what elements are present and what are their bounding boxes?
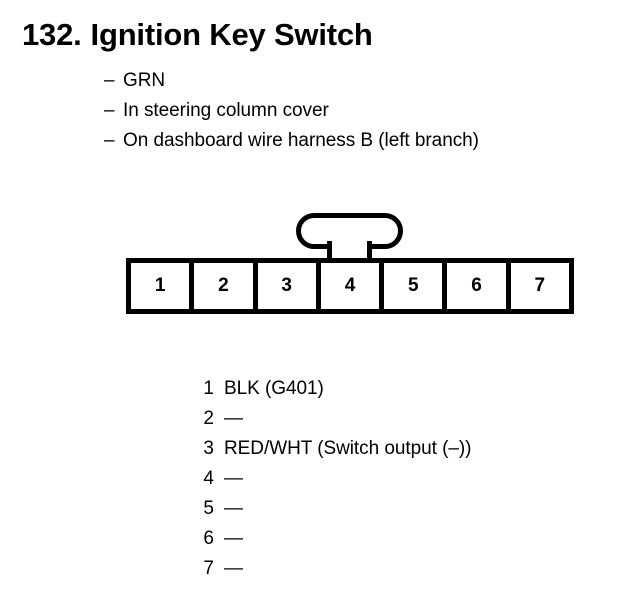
pin-number: 7 — [203, 558, 214, 579]
connector-pin-5: 5 — [384, 263, 448, 309]
pin-value: — — [224, 528, 243, 549]
note-text: GRN — [123, 70, 166, 91]
connector-pin-1: 1 — [131, 263, 195, 309]
pin-value: RED/WHT (Switch output (–)) — [224, 438, 472, 459]
pin-value: — — [224, 408, 243, 429]
connector-diagram: 1 2 3 4 5 6 7 — [126, 212, 574, 316]
connector-pin-row: 1 2 3 4 5 6 7 — [126, 258, 574, 314]
pin-assignment-row: 2 — — [196, 404, 471, 434]
pin-assignment-row: 5 — — [196, 494, 471, 524]
page-title: 132.Ignition Key Switch — [22, 17, 373, 53]
latch-neck-gap — [332, 241, 367, 251]
dash-icon: – — [104, 70, 115, 91]
connector-pin-7: 7 — [510, 263, 569, 309]
pin-number: 3 — [203, 438, 214, 459]
pin-assignment-list: 1 BLK (G401) 2 — 3 RED/WHT (Switch outpu… — [196, 374, 471, 584]
pin-number: 1 — [203, 378, 214, 399]
connector-latch-icon — [296, 213, 403, 263]
latch-neck-right — [367, 241, 372, 263]
connector-pin-3: 3 — [257, 263, 321, 309]
pin-number: 4 — [203, 468, 214, 489]
note-item: – GRN — [104, 66, 479, 96]
pin-value: — — [224, 468, 243, 489]
note-item: – On dashboard wire harness B (left bran… — [104, 126, 479, 156]
note-text: In steering column cover — [123, 100, 329, 121]
pin-value: — — [224, 558, 243, 579]
pin-number: 2 — [203, 408, 214, 429]
pin-number: 5 — [203, 498, 214, 519]
dash-icon: – — [104, 100, 115, 121]
pin-assignment-row: 4 — — [196, 464, 471, 494]
pin-assignment-row: 6 — — [196, 524, 471, 554]
pin-assignment-row: 3 RED/WHT (Switch output (–)) — [196, 434, 471, 464]
connector-pin-2: 2 — [194, 263, 258, 309]
latch-neck-left — [327, 241, 332, 263]
pin-number: 6 — [203, 528, 214, 549]
pin-value: BLK (G401) — [224, 378, 324, 399]
section-number: 132. — [22, 17, 82, 52]
pin-assignment-row: 7 — — [196, 554, 471, 584]
connector-pin-4: 4 — [320, 263, 385, 309]
notes-list: – GRN – In steering column cover – On da… — [104, 66, 479, 156]
note-item: – In steering column cover — [104, 96, 479, 126]
note-text: On dashboard wire harness B (left branch… — [123, 130, 479, 151]
dash-icon: – — [104, 130, 115, 151]
connector-pin-6: 6 — [447, 263, 511, 309]
section-title: Ignition Key Switch — [90, 17, 373, 52]
pin-assignment-row: 1 BLK (G401) — [196, 374, 471, 404]
pin-value: — — [224, 498, 243, 519]
